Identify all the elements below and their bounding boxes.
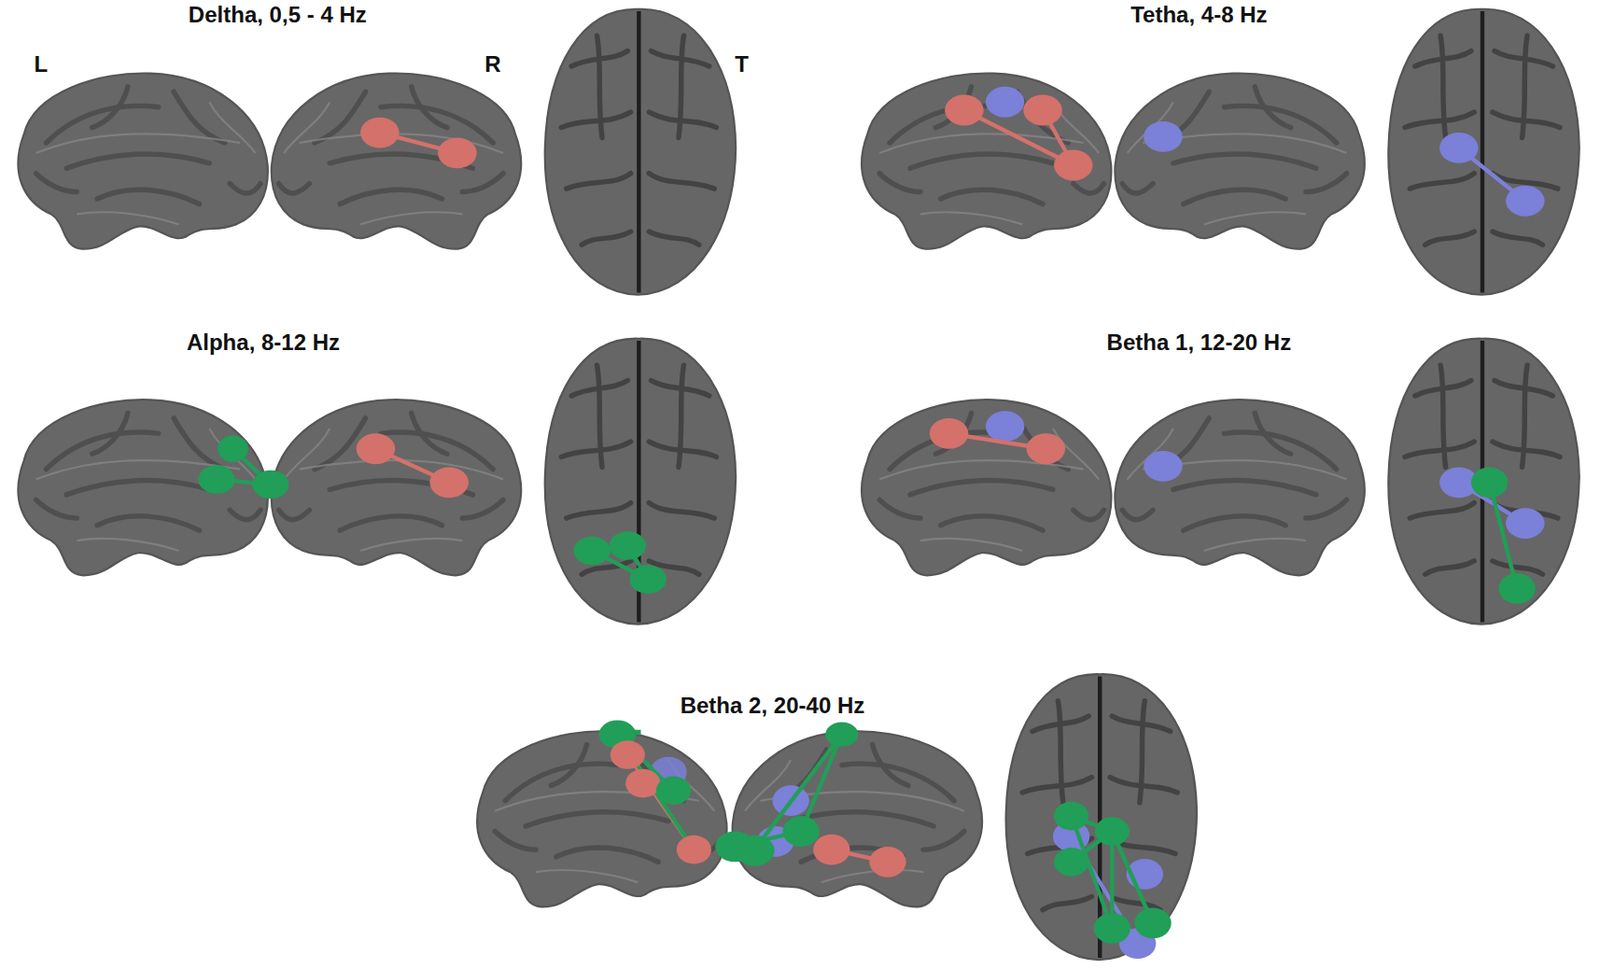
panel-title: Betha 1, 12-20 Hz <box>1107 330 1292 355</box>
region-dot <box>429 466 469 498</box>
region-dot <box>356 433 396 464</box>
region-dot <box>1094 816 1130 846</box>
connection-line <box>755 734 843 849</box>
region-dot <box>252 470 289 500</box>
brain-top-view <box>1388 338 1579 625</box>
region-dot <box>625 769 660 799</box>
region-dot <box>944 95 984 127</box>
region-dot <box>1439 132 1479 164</box>
region-dot <box>217 435 249 463</box>
brain-sagittal <box>477 730 727 907</box>
region-dot <box>437 138 478 169</box>
region-dot <box>869 846 906 878</box>
region-dot <box>813 834 850 866</box>
brain-top-view <box>1006 673 1197 960</box>
region-dot <box>1053 801 1089 831</box>
region-dot <box>197 464 235 494</box>
region-dot <box>630 564 667 594</box>
panel-title: Betha 2, 20-40 Hz <box>680 693 866 718</box>
region-dot <box>1505 185 1545 217</box>
brain-sagittal <box>271 73 521 250</box>
region-dot <box>1053 150 1094 182</box>
panel-title: Tetha, 4-8 Hz <box>1130 2 1267 28</box>
brain-sagittal <box>861 399 1111 576</box>
region-dot <box>1143 121 1183 153</box>
brain-sagittal <box>861 73 1111 250</box>
region-dot <box>1134 907 1171 939</box>
region-dot <box>1023 95 1063 127</box>
region-dot <box>573 536 610 566</box>
region-dot <box>1143 450 1183 482</box>
region-dot <box>609 531 646 561</box>
brain-sagittal <box>271 399 521 576</box>
region-dot <box>1498 573 1535 604</box>
brain-sagittal <box>732 730 983 907</box>
hemisphere-label: L <box>33 52 48 77</box>
region-dot <box>985 86 1025 118</box>
region-dot <box>1505 507 1545 539</box>
region-dot <box>360 117 400 149</box>
region-dot <box>656 775 691 805</box>
region-dot <box>825 722 858 747</box>
hemisphere-label: R <box>484 52 501 77</box>
brain-sagittal <box>1114 399 1364 576</box>
brain-top-view <box>545 338 736 625</box>
brain-top-view <box>545 9 736 295</box>
panel-title: Deltha, 0,5 - 4 Hz <box>188 2 367 28</box>
region-dot <box>1053 847 1089 877</box>
region-dot <box>676 835 712 865</box>
brain-top-view <box>1388 9 1579 295</box>
region-dot <box>1094 912 1131 944</box>
brain-sagittal <box>17 399 267 576</box>
region-dot <box>735 835 775 867</box>
region-dot <box>985 410 1025 442</box>
region-dot <box>782 815 819 847</box>
region-dot <box>1471 466 1508 498</box>
connection-line <box>1489 482 1518 590</box>
region-dot <box>1026 433 1067 464</box>
region-dot <box>929 418 969 450</box>
brain-sagittal <box>1114 73 1364 250</box>
panel-title: Alpha, 8-12 Hz <box>186 330 340 355</box>
view-label: T <box>734 52 749 77</box>
brain-sagittal <box>17 73 267 250</box>
region-dot <box>610 740 646 770</box>
connection-line <box>800 734 843 832</box>
